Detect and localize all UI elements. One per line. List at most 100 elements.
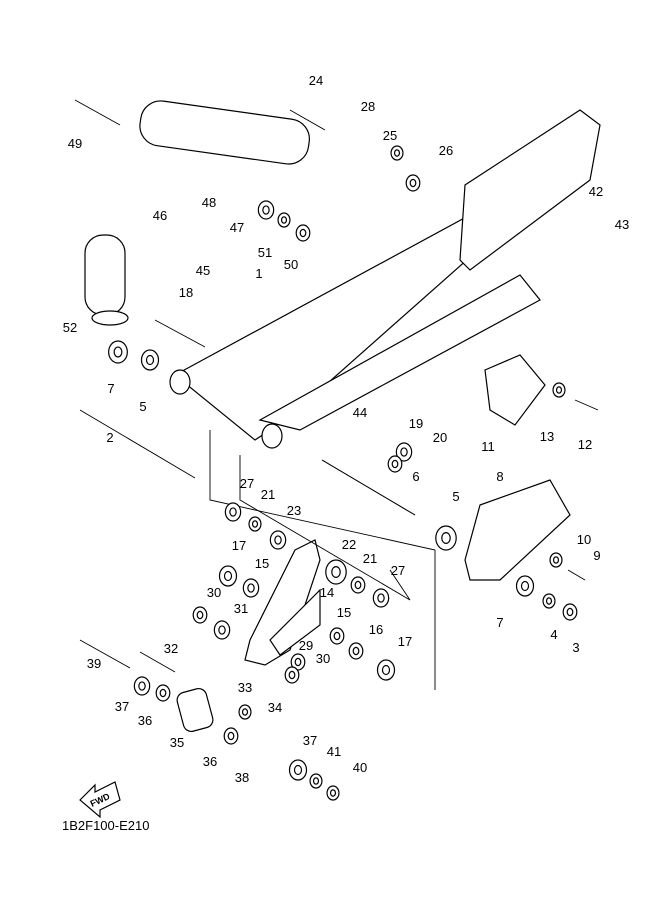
callout-label: 13 (540, 429, 554, 444)
bolt-9 (567, 569, 586, 581)
washer-hole (566, 607, 574, 617)
callout-label: 48 (202, 195, 216, 210)
bolt-18 (154, 319, 206, 348)
callout-label: 21 (261, 487, 275, 502)
washer-hole (229, 507, 237, 517)
callout-label: 5 (139, 399, 146, 414)
chain-puller (464, 479, 571, 581)
callout-label: 10 (577, 532, 591, 547)
callout-label: 51 (258, 245, 272, 260)
callout-label: 24 (309, 73, 323, 88)
washer-hole (299, 228, 307, 238)
callout-label: 11 (481, 439, 495, 454)
callout-label: 33 (238, 680, 252, 695)
callout-label: 17 (398, 634, 412, 649)
bolt-2 (79, 409, 196, 479)
bolt-32 (139, 651, 176, 673)
parts-drawing (74, 99, 601, 733)
callout-label: 14 (320, 585, 334, 600)
callout-label: 4 (550, 627, 557, 642)
washer-hole (145, 354, 155, 366)
callout-label: 9 (593, 548, 600, 563)
callout-label: 28 (361, 99, 375, 114)
washer-hole (545, 597, 553, 605)
bolt-49 (74, 99, 121, 126)
callout-label: 42 (589, 184, 603, 199)
fwd-arrow-icon: FWD (79, 781, 121, 819)
callout-label: 49 (68, 136, 82, 151)
washer-hole (223, 570, 233, 582)
callout-label: 29 (299, 638, 313, 653)
callout-label: 27 (240, 476, 254, 491)
pivot-tube-end (261, 423, 283, 449)
callout-label: 32 (164, 641, 178, 656)
callout-label: 12 (578, 437, 592, 452)
callout-label: 37 (303, 733, 317, 748)
washers (108, 145, 578, 801)
washer-hole (247, 583, 255, 593)
pivot-tube (169, 369, 191, 395)
washer-hole (196, 610, 204, 620)
callout-label: 8 (496, 469, 503, 484)
washer-hole (262, 205, 270, 215)
callout-label: 50 (284, 257, 298, 272)
washer-hole (381, 664, 391, 676)
washer-hole (329, 789, 337, 797)
callout-label: 44 (353, 405, 367, 420)
callout-label: 17 (232, 538, 246, 553)
callout-label: 1 (255, 266, 262, 281)
washer-hole (241, 708, 249, 716)
bolt-12 (574, 399, 599, 411)
washer-hole (409, 178, 417, 188)
callout-label: 37 (115, 699, 129, 714)
callout-label: 7 (496, 615, 503, 630)
callout-label: 20 (433, 430, 447, 445)
washer-hole (441, 531, 451, 544)
callout-label: 3 (572, 640, 579, 655)
washer-hole (138, 681, 146, 691)
callout-label: 7 (107, 381, 114, 396)
callout-label: 16 (369, 622, 383, 637)
washer-hole (520, 580, 530, 592)
washer-hole (280, 216, 288, 224)
callout-label: 25 (383, 128, 397, 143)
callout-label: 5 (452, 489, 459, 504)
washer-hole (113, 346, 123, 358)
washer-hole (393, 149, 401, 157)
callout-label: 6 (412, 469, 419, 484)
callout-label: 40 (353, 760, 367, 775)
relay-arm (244, 539, 321, 666)
washer-hole (274, 535, 282, 545)
washer-hole (377, 593, 385, 603)
reference-box (239, 455, 411, 601)
rear-shock-spring (139, 100, 310, 165)
washer-hole (312, 777, 320, 785)
callout-label: 18 (179, 285, 193, 300)
reference-box (209, 430, 436, 690)
callout-label: 45 (196, 263, 210, 278)
washer-hole (391, 459, 399, 469)
callout-label: 15 (337, 605, 351, 620)
chain-guard (459, 109, 601, 271)
callout-label: 43 (615, 217, 629, 232)
callout-label: 41 (327, 744, 341, 759)
washer-hole (159, 688, 167, 698)
washer-hole (227, 731, 235, 741)
callout-label: 30 (316, 651, 330, 666)
callout-label: 38 (235, 770, 249, 785)
callout-label: 34 (268, 700, 282, 715)
washer-hole (218, 625, 226, 635)
bolt-39 (79, 639, 131, 669)
callout-label: 36 (138, 713, 152, 728)
washer-hole (333, 631, 341, 641)
washer-hole (288, 670, 296, 680)
washer-hole (293, 764, 303, 776)
callout-label: 27 (391, 563, 405, 578)
swingarm-right-arm (258, 274, 541, 431)
washer-hole (331, 565, 341, 578)
plate (484, 354, 546, 426)
callout-label: 19 (409, 416, 423, 431)
diagram-code: 1B2F100-E210 (62, 818, 149, 833)
